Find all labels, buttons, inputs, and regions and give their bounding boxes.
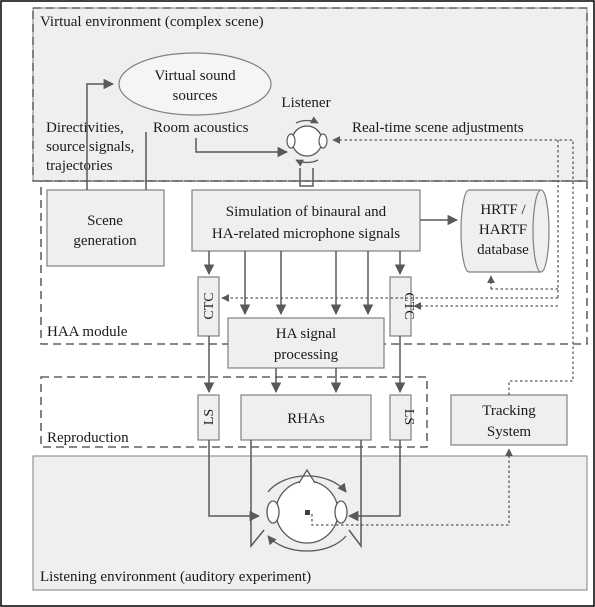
ha-processing-line1: HA signal (276, 326, 336, 342)
scene-generation-line2: generation (73, 233, 137, 249)
simulation-box (191, 189, 421, 252)
simulation-line1: Simulation of binaural and (226, 204, 387, 220)
virtual-listener-head-icon (286, 116, 328, 167)
rhas-box (240, 394, 372, 441)
scene-generation-box (46, 189, 165, 267)
virtual-sources-line1: Virtual sound (154, 68, 236, 84)
dotted-connectors (221, 136, 574, 526)
ctc-right-label: CTC (401, 292, 416, 319)
scene-generation-line1: Scene (87, 213, 123, 229)
room-acoustics-label: Room acoustics (153, 120, 249, 136)
real-listener-head-icon (266, 468, 348, 552)
hrtf-database-node (460, 189, 550, 273)
reproduction-region (40, 376, 428, 448)
rhas-label: RHAs (287, 411, 325, 427)
hrtf-line1: HRTF / (480, 202, 526, 218)
directivities-line2: source signals, (46, 139, 134, 155)
ha-processing-box (227, 317, 385, 369)
virtual-sources-line2: sources (173, 88, 218, 104)
directivities-line3: trajectories (46, 158, 113, 174)
ls-right-label: LS (401, 409, 416, 425)
hrtf-line3: database (477, 242, 529, 258)
tracking-system-box (450, 394, 568, 446)
haa-module-label: HAA module (47, 324, 128, 340)
tracking-line2: System (487, 424, 532, 440)
simulation-line2: HA-related microphone signals (212, 226, 400, 242)
virtual-environment-label: Virtual environment (complex scene) (40, 14, 264, 30)
reproduction-label: Reproduction (47, 430, 129, 446)
listener-label: Listener (281, 95, 330, 111)
directivities-line1: Directivities, (46, 120, 124, 136)
ha-processing-line2: processing (274, 347, 339, 363)
realtime-adjustments-label: Real-time scene adjustments (352, 120, 524, 136)
hrtf-line2: HARTF (479, 222, 527, 238)
ls-left-label: LS (202, 409, 217, 425)
virtual-sound-sources-node (118, 52, 272, 116)
solid-connectors (86, 78, 459, 549)
virtual-environment-dashed-border (32, 7, 588, 182)
listening-environment-label: Listening environment (auditory experime… (40, 569, 311, 585)
tracking-line1: Tracking (482, 403, 536, 419)
ctc-left-label: CTC (202, 292, 217, 319)
